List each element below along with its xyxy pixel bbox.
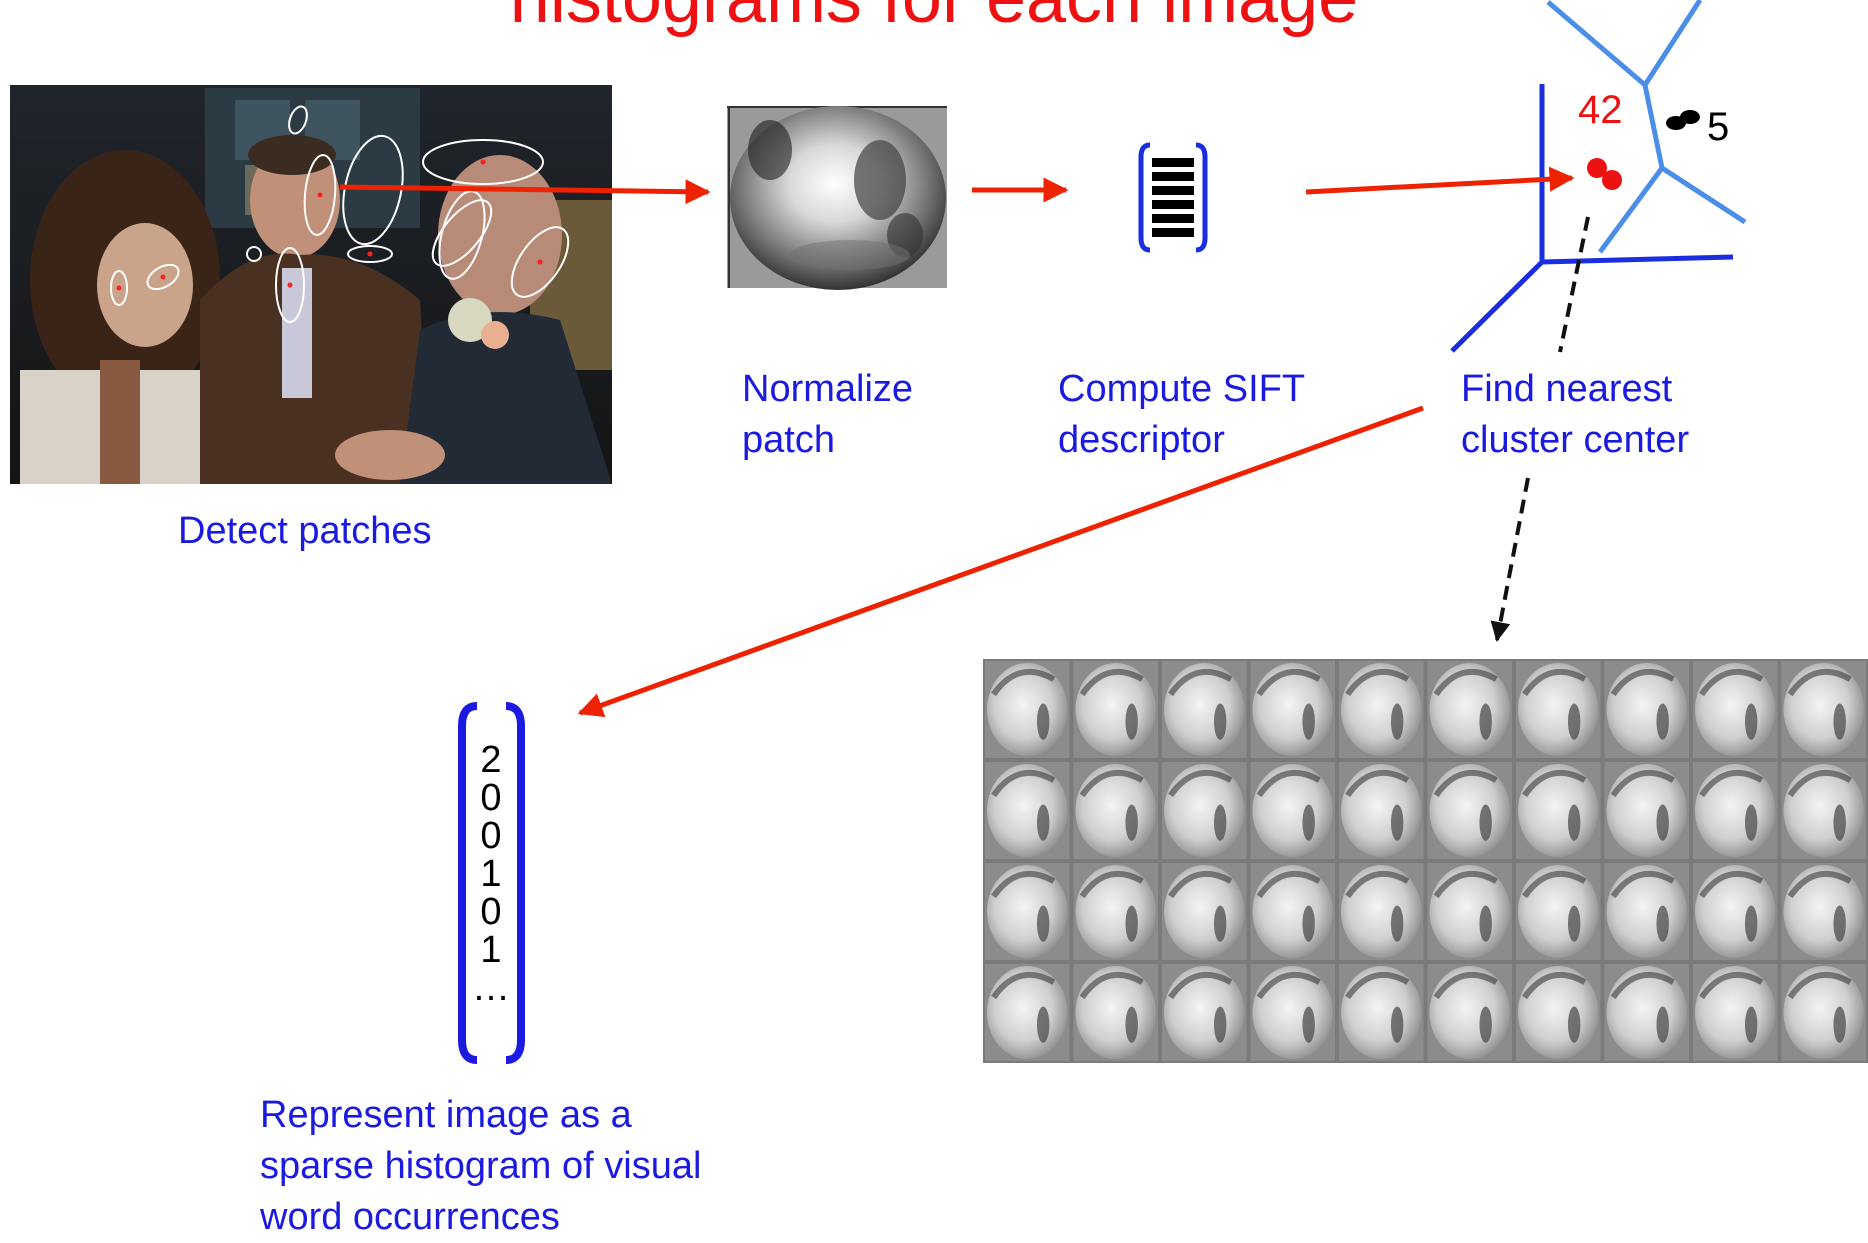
visual-word-patch <box>1781 964 1866 1061</box>
dashed-arrows <box>1490 216 1590 642</box>
visual-word-patch <box>1073 762 1158 859</box>
visual-word-patch <box>1339 661 1424 758</box>
visual-word-patch <box>1073 661 1158 758</box>
visual-word-patch <box>1604 661 1689 758</box>
visual-word-patch <box>1162 863 1247 960</box>
visual-word-patch <box>1073 863 1158 960</box>
sift-descriptor-icon <box>1138 142 1208 253</box>
visual-word-patch <box>1339 964 1424 1061</box>
visual-word-patch <box>1516 863 1601 960</box>
visual-word-patch <box>1162 964 1247 1061</box>
visual-word-patch <box>1427 863 1512 960</box>
visual-word-grid <box>983 659 1868 1063</box>
histogram-vector: 200101… <box>458 702 525 1064</box>
caption-find-nearest-cluster: Find nearest cluster center <box>1461 368 1690 461</box>
histogram-entry: 0 <box>480 777 501 819</box>
red-arrows <box>339 166 1575 718</box>
visual-word-patch <box>1693 762 1778 859</box>
visual-word-patch <box>1339 863 1424 960</box>
dashed-link-cluster <box>1558 216 1590 353</box>
visual-word-patch <box>1162 661 1247 758</box>
arrow-detect-to-normalize <box>339 179 711 205</box>
arrow-cluster-to-words <box>1490 477 1530 642</box>
visual-word-patch <box>1604 863 1689 960</box>
visual-word-patch <box>1250 964 1335 1061</box>
axis-horizontal <box>1541 254 1734 265</box>
detected-patch-ellipses <box>110 105 570 323</box>
visual-word-patch <box>985 661 1070 758</box>
normalized-patch <box>727 106 947 290</box>
caption-detect-patches: Detect patches <box>178 510 432 552</box>
visual-word-patch <box>1516 964 1601 1061</box>
caption-normalize-patch: Normalize patch <box>742 368 914 461</box>
histogram-entry: 0 <box>480 891 501 933</box>
visual-word-patch <box>1604 964 1689 1061</box>
visual-word-patch <box>1693 863 1778 960</box>
histogram-entry: 2 <box>480 739 501 781</box>
visual-word-patch <box>1250 863 1335 960</box>
histogram-entry: 0 <box>480 815 501 857</box>
visual-word-patch <box>1516 762 1601 859</box>
histogram-entry: … <box>472 967 510 1009</box>
histogram-entry: 1 <box>480 853 501 895</box>
visual-word-patch <box>1781 661 1866 758</box>
visual-word-patch <box>1427 661 1512 758</box>
visual-word-patch <box>985 863 1070 960</box>
caption-compute-sift: Compute SIFT descriptor <box>1058 368 1306 461</box>
caption-represent-histogram: Represent image as a sparse histogram of… <box>260 1094 702 1238</box>
slide-title: histograms for each image <box>0 0 1868 34</box>
voronoi-boundaries <box>1546 0 1747 254</box>
cluster-space: 42 5 <box>1450 0 1747 353</box>
axis-depth <box>1450 260 1544 353</box>
cluster-label-other: 5 <box>1707 105 1729 149</box>
visual-word-patch <box>1781 762 1866 859</box>
other-cluster-points <box>1666 110 1700 130</box>
histogram-entry: 1 <box>480 929 501 971</box>
assigned-cluster-points <box>1587 158 1622 190</box>
visual-word-patch <box>1073 964 1158 1061</box>
visual-word-patch <box>1427 964 1512 1061</box>
visual-word-patch <box>1516 661 1601 758</box>
visual-word-patch <box>1250 661 1335 758</box>
arrow-sift-to-cluster <box>1305 166 1575 195</box>
visual-word-patch <box>985 762 1070 859</box>
visual-word-patch <box>1604 762 1689 859</box>
cluster-label-assigned: 42 <box>1578 88 1623 132</box>
visual-word-patch <box>1339 762 1424 859</box>
patch-centers <box>116 159 543 291</box>
visual-word-patch <box>1250 762 1335 859</box>
visual-word-patch <box>1781 863 1866 960</box>
visual-word-patch <box>1693 964 1778 1061</box>
visual-word-patch <box>1162 762 1247 859</box>
arrow-cluster-to-histogram <box>577 405 1424 718</box>
visual-word-patch <box>1693 661 1778 758</box>
visual-word-patch <box>985 964 1070 1061</box>
visual-word-patch <box>1427 762 1512 859</box>
